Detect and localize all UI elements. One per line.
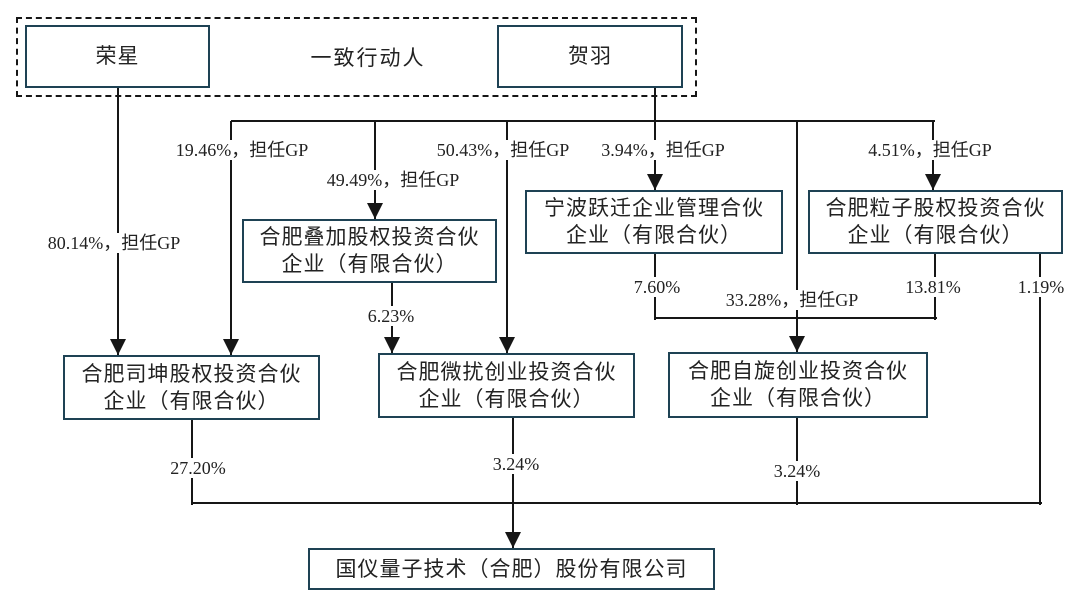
acting-group-box [16, 17, 697, 97]
entity-label: 宁波跃迁企业管理合伙 [544, 196, 764, 220]
connector-line-bottom-rail [192, 502, 1042, 504]
ownership-percentage-label: 13.81% [902, 277, 964, 297]
entity-label: 国仪量子技术（合肥）股份有限公司 [335, 556, 688, 581]
ownership-percentage-label: 50.43%，担任GP [433, 140, 573, 160]
arrowhead-icon [505, 532, 521, 548]
ownership-percentage-label: 27.20% [167, 458, 229, 478]
connector-line-lizi-guoyi [1039, 254, 1041, 505]
connector-line-rongxing-sikun [117, 88, 119, 357]
entity-label: 企业（有限合伙） [566, 223, 742, 247]
connector-line-heyu-sikun [230, 121, 232, 357]
connector-line-top-rail [231, 120, 935, 122]
connector-line-lizi-zixuan [797, 317, 937, 319]
connector-line-ningbo-zixuan [655, 317, 799, 319]
entity-box-diejia: 合肥叠加股权投资合伙企业（有限合伙） [242, 219, 497, 283]
ownership-percentage-label: 33.28%，担任GP [722, 290, 862, 310]
entity-box-rongxing: 荣星 [25, 25, 210, 88]
ownership-percentage-label: 1.19% [1014, 277, 1068, 297]
entity-label: 企业（有限合伙） [281, 252, 458, 276]
ownership-percentage-label: 49.49%，担任GP [323, 170, 463, 190]
entity-label: 荣星 [95, 44, 140, 68]
arrowhead-icon [110, 339, 126, 355]
entity-box-guoyi: 国仪量子技术（合肥）股份有限公司 [308, 548, 715, 590]
entity-label: 企业（有限合伙） [418, 386, 595, 411]
entity-box-ningbo: 宁波跃迁企业管理合伙企业（有限合伙） [525, 190, 783, 254]
entity-label: 合肥叠加股权投资合伙 [259, 225, 480, 249]
connector-line-heyu-drop [654, 88, 656, 123]
entity-label: 贺羽 [568, 44, 612, 68]
entity-label: 合肥自旋创业投资合伙 [688, 359, 908, 383]
entity-box-zixuan: 合肥自旋创业投资合伙企业（有限合伙） [668, 352, 928, 418]
entity-box-lizi: 合肥粒子股权投资合伙企业（有限合伙） [808, 190, 1063, 254]
ownership-percentage-label: 6.23% [364, 306, 418, 326]
connector-line-heyu-weirao [506, 121, 508, 355]
ownership-percentage-label: 80.14%，担任GP [44, 233, 184, 253]
arrowhead-icon [789, 336, 805, 352]
acting-group-label: 一致行动人 [310, 46, 426, 70]
entity-label: 合肥微扰创业投资合伙 [396, 359, 617, 384]
entity-label: 企业（有限合伙） [847, 223, 1024, 247]
connector-line-weirao-guoyi [512, 418, 514, 550]
arrowhead-icon [367, 203, 383, 219]
connector-line-heyu-zixuan [796, 121, 798, 320]
ownership-percentage-label: 3.24% [770, 461, 824, 481]
arrowhead-icon [223, 339, 239, 355]
ownership-percentage-label: 7.60% [630, 277, 684, 297]
arrowhead-icon [499, 337, 515, 353]
entity-box-weirao: 合肥微扰创业投资合伙企业（有限合伙） [378, 353, 635, 418]
ownership-percentage-label: 3.94%，担任GP [598, 140, 728, 160]
entity-box-heyu: 贺羽 [497, 25, 683, 88]
entity-label: 企业（有限合伙） [103, 388, 280, 413]
entity-label: 企业（有限合伙） [710, 386, 886, 410]
entity-label: 合肥粒子股权投资合伙 [825, 196, 1046, 220]
ownership-percentage-label: 19.46%，担任GP [172, 140, 312, 160]
arrowhead-icon [384, 337, 400, 353]
arrowhead-icon [647, 174, 663, 190]
ownership-percentage-label: 4.51%，担任GP [865, 140, 995, 160]
ownership-percentage-label: 3.24% [489, 454, 543, 474]
entity-box-sikun: 合肥司坤股权投资合伙企业（有限合伙） [63, 355, 320, 420]
arrowhead-icon [925, 174, 941, 190]
entity-label: 合肥司坤股权投资合伙 [81, 361, 302, 386]
